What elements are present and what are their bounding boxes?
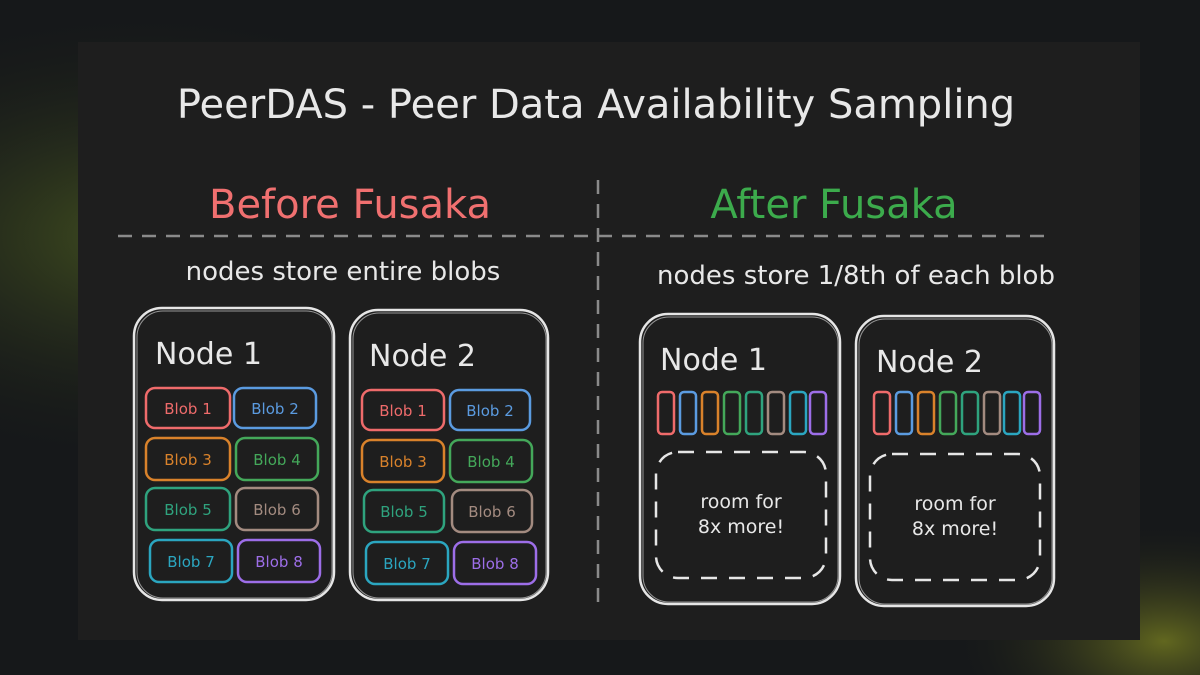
blob: Blob 4 <box>234 436 320 482</box>
blob-slice <box>808 390 828 436</box>
blob-label: Blob 5 <box>164 501 211 519</box>
blob-label: Blob 8 <box>255 553 302 571</box>
empty-room-box <box>654 450 828 580</box>
before-node-2-label: Node 2 <box>369 339 476 374</box>
after-node-2-label: Node 2 <box>876 345 983 380</box>
before-heading: Before Fusaka <box>209 182 491 228</box>
before-node-1-label: Node 1 <box>155 337 262 372</box>
blob: Blob 8 <box>452 540 538 586</box>
blob-slice <box>960 390 980 436</box>
blob-label: Blob 3 <box>164 451 211 469</box>
blob-slice <box>982 390 1002 436</box>
blob-slice <box>894 390 914 436</box>
room-text-line1: room for <box>914 493 996 515</box>
after-heading: After Fusaka <box>710 182 957 228</box>
blob-label: Blob 6 <box>468 503 515 521</box>
blob-slice <box>1022 390 1042 436</box>
blob-label: Blob 2 <box>251 400 298 418</box>
blob-label: Blob 2 <box>466 402 513 420</box>
after-subtitle: nodes store 1/8th of each blob <box>657 261 1055 291</box>
blob-slice <box>744 390 764 436</box>
blob: Blob 4 <box>448 438 534 484</box>
blob-slice <box>916 390 936 436</box>
blob: Blob 3 <box>144 436 232 482</box>
blob-slice <box>700 390 720 436</box>
blob-slice <box>656 390 676 436</box>
empty-room-box <box>868 452 1042 582</box>
blob-slice <box>722 390 742 436</box>
blob-label: Blob 1 <box>379 402 426 420</box>
room-text-line2: 8x more! <box>698 516 784 538</box>
after-node-1-blob-slices <box>656 390 828 436</box>
blob-label: Blob 1 <box>164 400 211 418</box>
blob-slice <box>766 390 786 436</box>
blob-slice <box>788 390 808 436</box>
after-node-1-label: Node 1 <box>660 343 767 378</box>
after-node-2-blob-slices <box>872 390 1042 436</box>
blob: Blob 2 <box>232 386 318 430</box>
blob-label: Blob 4 <box>467 453 514 471</box>
blob: Blob 6 <box>450 488 534 534</box>
diagram-title: PeerDAS - Peer Data Availability Samplin… <box>177 82 1015 128</box>
blob: Blob 2 <box>448 388 532 432</box>
blob: Blob 3 <box>360 438 446 484</box>
blob-slice <box>938 390 958 436</box>
blob: Blob 1 <box>144 386 232 430</box>
blob-label: Blob 3 <box>379 453 426 471</box>
blob: Blob 1 <box>360 388 446 432</box>
after-node-1: Node 1 room for 8x more! <box>638 312 842 606</box>
blob-label: Blob 8 <box>471 555 518 573</box>
blob: Blob 7 <box>364 540 450 586</box>
after-node-2: Node 2 room for 8x more! <box>854 314 1056 608</box>
blob: Blob 5 <box>362 488 446 534</box>
room-text-line2: 8x more! <box>912 518 998 540</box>
before-node-2-blobs: Blob 1 Blob 2 Blob 3 Blob 4 Blob 5 Blob … <box>360 388 538 586</box>
before-node-1: Node 1 Blob 1 Blob 2 Blob 3 Blob 4 Blob … <box>132 306 336 602</box>
before-subtitle: nodes store entire blobs <box>186 257 501 287</box>
blob-label: Blob 7 <box>167 553 214 571</box>
before-node-2: Node 2 Blob 1 Blob 2 Blob 3 Blob 4 Blob … <box>348 308 550 602</box>
blob-slice <box>1002 390 1022 436</box>
blob: Blob 6 <box>234 486 320 532</box>
blob-label: Blob 5 <box>380 503 427 521</box>
blob-label: Blob 6 <box>253 501 300 519</box>
before-node-1-blobs: Blob 1 Blob 2 Blob 3 Blob 4 Blob 5 Blob … <box>144 386 322 584</box>
blob: Blob 5 <box>144 486 232 532</box>
room-text-line1: room for <box>700 491 782 513</box>
blob: Blob 7 <box>148 538 234 584</box>
blob-slice <box>678 390 698 436</box>
blob-slice <box>872 390 892 436</box>
blob-label: Blob 4 <box>253 451 300 469</box>
blob: Blob 8 <box>236 538 322 584</box>
blob-label: Blob 7 <box>383 555 430 573</box>
